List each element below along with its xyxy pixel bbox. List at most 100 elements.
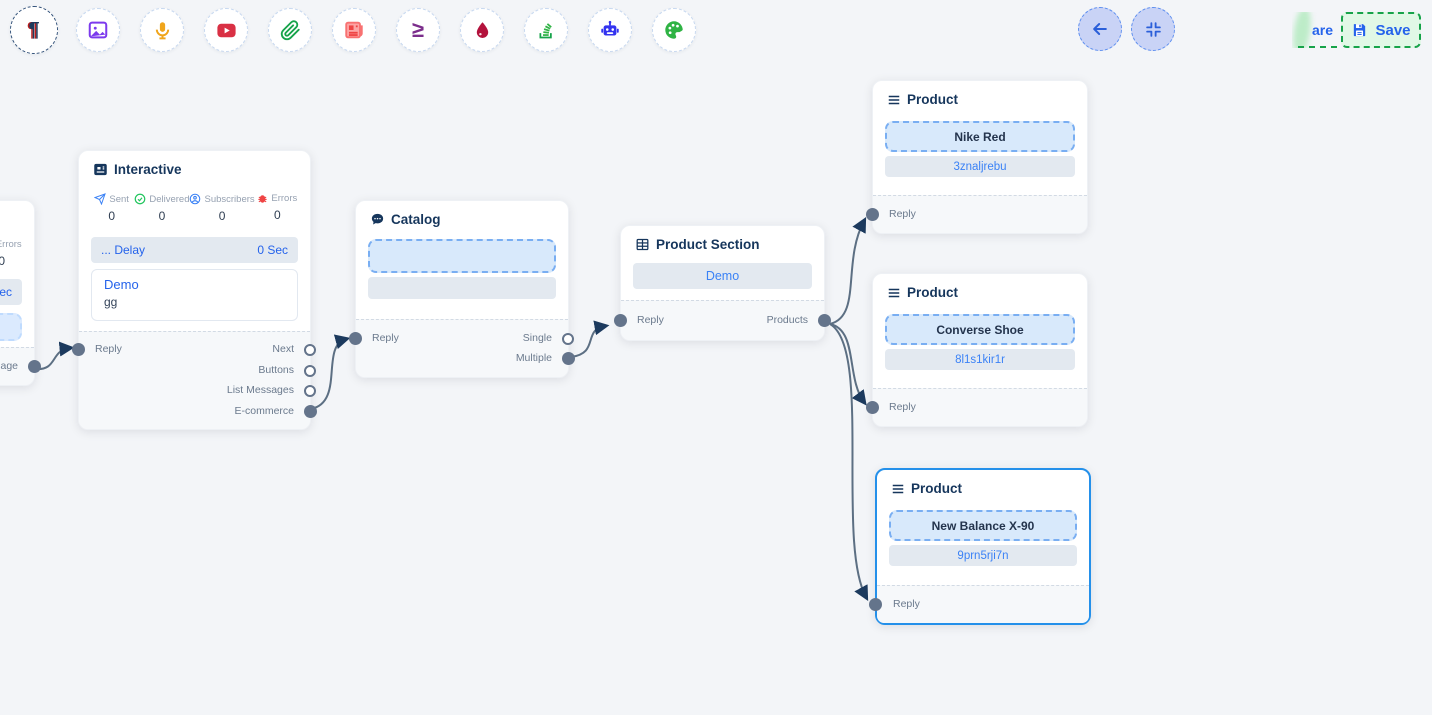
node-title: Interactive <box>114 162 182 177</box>
catalog-icon <box>371 213 384 225</box>
check-circle-icon <box>134 193 146 205</box>
delay-value: 0 Sec <box>257 243 288 257</box>
pilcrow-icon: ¶ <box>28 19 40 41</box>
bars-icon <box>888 288 900 297</box>
microphone-icon <box>155 21 169 39</box>
input-handle-reply[interactable] <box>869 598 882 611</box>
compress-icon <box>1145 21 1161 37</box>
toolbar-image-button[interactable] <box>76 8 120 52</box>
stat-errors: Errors 0 <box>255 193 300 223</box>
node-footer: Reply Single Multiple <box>349 319 575 377</box>
arrow-left-icon <box>1093 23 1107 35</box>
bug-icon <box>258 195 268 203</box>
input-handle-reply[interactable] <box>349 332 362 345</box>
stat-subscribers: Subscribers 0 <box>189 193 255 223</box>
stat-sent: Sent 0 <box>89 193 134 223</box>
output-handle-buttons[interactable] <box>304 365 316 377</box>
greater-equal-icon: ≥ <box>411 17 425 42</box>
back-button[interactable] <box>1078 7 1122 51</box>
droplet-icon <box>476 21 488 38</box>
stat-errors: Errors 0 <box>0 239 22 268</box>
toolbar-stack-button[interactable] <box>524 8 568 52</box>
node-catalog[interactable]: Catalog Reply Single Multiple <box>349 200 575 378</box>
delay-row[interactable]: ... Delay 0 Sec <box>91 237 298 263</box>
input-port-label: Reply <box>637 314 664 326</box>
palette-icon <box>665 21 683 39</box>
edge <box>310 334 351 410</box>
product-name-chip[interactable]: New Balance X-90 <box>889 510 1077 541</box>
input-port-label: Reply <box>889 208 916 220</box>
node-title: Product <box>911 481 963 496</box>
toolbar-paperclip-button[interactable] <box>268 8 312 52</box>
input-port-label: Reply <box>893 598 920 610</box>
delay-row[interactable]: 0 Sec <box>0 279 22 305</box>
output-handle-ecommerce[interactable] <box>304 405 317 418</box>
node-product-1[interactable]: Product Nike Red 3znaljrebu Reply <box>866 80 1088 234</box>
stack-icon <box>539 22 552 38</box>
input-port-label: Reply <box>372 332 399 344</box>
node-footer: Reply Products <box>614 300 831 340</box>
input-handle-reply[interactable] <box>866 208 879 221</box>
bars-icon <box>892 484 904 493</box>
product-code-chip[interactable]: 3znaljrebu <box>885 156 1075 177</box>
node-interactive[interactable]: Interactive Sent 0 Delivered 0 <box>72 150 317 430</box>
output-handle-message[interactable] <box>28 360 41 373</box>
grid-icon <box>636 238 649 251</box>
message-body-editor[interactable]: Demo gg <box>91 269 298 321</box>
robot-icon <box>601 20 619 36</box>
delay-label: ... Delay <box>101 243 146 257</box>
catalog-placeholder[interactable] <box>368 277 556 299</box>
toolbar-pilcrow-button[interactable]: ¶ <box>10 6 58 54</box>
output-handle-multiple[interactable] <box>562 352 575 365</box>
edge <box>829 323 867 406</box>
toolbar-youtube-button[interactable] <box>204 8 248 52</box>
toolbar-palette-button[interactable] <box>652 8 696 52</box>
toolbar-droplet-button[interactable] <box>460 8 504 52</box>
output-handle-list-messages[interactable] <box>304 385 316 397</box>
input-handle-reply[interactable] <box>866 401 879 414</box>
node-product-section[interactable]: Product Section Demo Reply Products <box>614 225 831 341</box>
catalog-dropzone[interactable] <box>368 239 556 273</box>
edge <box>829 217 867 325</box>
input-handle-reply[interactable] <box>72 343 85 356</box>
quick-reply-chip[interactable] <box>0 313 22 341</box>
share-button-label: are <box>1311 22 1333 38</box>
save-button[interactable]: Save <box>1341 12 1421 48</box>
node-partial-message[interactable]: Errors 0 0 Sec Message <box>0 200 41 386</box>
output-handle-next[interactable] <box>304 344 316 356</box>
product-name-chip[interactable]: Converse Shoe <box>885 314 1075 345</box>
product-code-chip[interactable]: 9prn5rji7n <box>889 545 1077 566</box>
section-name-chip[interactable]: Demo <box>633 263 812 289</box>
toolbar-newspaper-button[interactable] <box>332 8 376 52</box>
fit-view-button[interactable] <box>1131 7 1175 51</box>
share-button-partial[interactable]: are <box>1292 12 1337 48</box>
message-text: gg <box>104 295 118 309</box>
node-product-2[interactable]: Product Converse Shoe 8l1s1kir1r Reply <box>866 273 1088 427</box>
node-footer: Message <box>0 347 41 385</box>
output-port-label: Message <box>0 360 18 372</box>
toolbar-sequence-button[interactable]: ≥ <box>396 8 440 52</box>
edge <box>829 323 869 601</box>
node-product-3[interactable]: Product New Balance X-90 9prn5rji7n Repl… <box>869 468 1091 625</box>
input-port-label: Reply <box>889 401 916 413</box>
output-handle-single[interactable] <box>562 333 574 345</box>
edge <box>570 320 610 358</box>
node-title: Product <box>907 92 959 107</box>
youtube-play-icon <box>216 23 236 37</box>
output-handle-products[interactable] <box>818 314 831 327</box>
input-handle-reply[interactable] <box>614 314 627 327</box>
toolbar-microphone-button[interactable] <box>140 8 184 52</box>
node-footer: Reply <box>866 195 1087 233</box>
share-button-border <box>1298 46 1337 48</box>
input-port-label: Reply <box>95 343 122 355</box>
stats-row: Sent 0 Delivered 0 Subscribers 0 <box>89 193 300 223</box>
product-code-chip[interactable]: 8l1s1kir1r <box>885 349 1075 370</box>
paperclip-icon <box>280 19 300 40</box>
image-icon <box>88 21 108 39</box>
toolbar-robot-button[interactable] <box>588 8 632 52</box>
product-name-chip[interactable]: Nike Red <box>885 121 1075 152</box>
bars-icon <box>888 95 900 104</box>
node-title: Product <box>907 285 959 300</box>
node-footer: Reply <box>866 388 1087 426</box>
